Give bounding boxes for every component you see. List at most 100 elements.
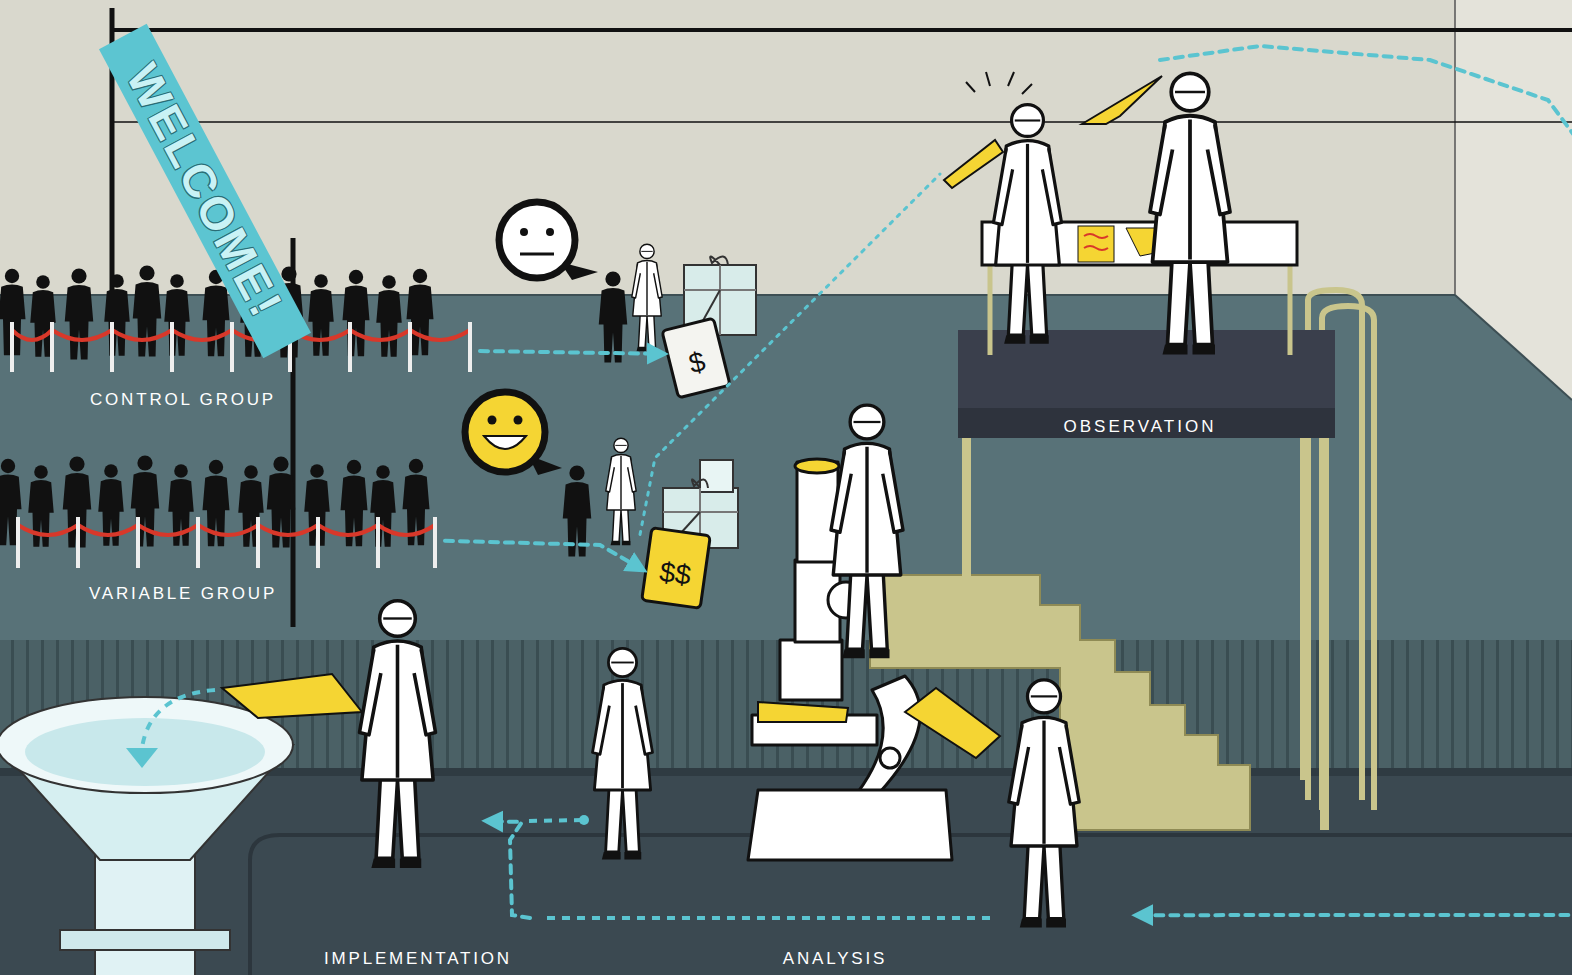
customers-part — [606, 438, 636, 545]
variable-stanchions-part-part — [196, 517, 200, 568]
platform — [958, 330, 1335, 830]
control-stanchions-part — [12, 330, 470, 340]
happy-face — [465, 392, 562, 475]
neutral-face-part — [546, 228, 554, 236]
node-label: ANALYSIS — [765, 948, 905, 970]
observers — [944, 72, 1230, 355]
control-crowd-part — [164, 274, 190, 356]
workers-part — [593, 648, 653, 859]
platform-part — [1300, 430, 1309, 780]
happy-face-part — [465, 392, 545, 472]
control-group-area: CONTROL GROUP — [0, 255, 480, 415]
control-stanchions-part-part — [408, 322, 412, 372]
variable-stanchions-part — [18, 525, 435, 535]
node-label: VARIABLE GROUP — [88, 583, 278, 605]
neutral-face-part — [499, 202, 575, 278]
observation-platform: OBSERVATION — [940, 60, 1340, 440]
flow-connector — [445, 541, 640, 568]
variable-stanchions-part-part — [376, 517, 380, 568]
node-label: $ — [666, 330, 728, 396]
control-stanchions-part-part — [348, 322, 352, 372]
flow-connector — [480, 351, 660, 354]
happy-face-part — [484, 436, 526, 449]
observers-part — [944, 140, 1003, 188]
observers-part-part — [1008, 72, 1014, 86]
analysis-belt: ANALYSIS — [530, 880, 1140, 975]
control-stanchions — [12, 322, 470, 372]
observers-part-part — [986, 72, 990, 86]
control-crowd-part — [376, 275, 402, 357]
control-stanchions-part-part — [110, 322, 114, 372]
belt-flow — [528, 820, 990, 918]
workers-part — [758, 702, 848, 722]
variable-stanchions-part-part — [76, 517, 80, 568]
control-stanchions-part-part — [468, 322, 472, 372]
happy-face-part — [488, 416, 497, 425]
microscope-part — [780, 640, 842, 700]
observers-part — [1082, 76, 1162, 124]
flow-connector — [490, 821, 530, 918]
happy-face-part — [514, 416, 523, 425]
belt-flow-part — [528, 820, 582, 821]
neutral-face-part — [520, 228, 528, 236]
control-stanchions-part — [12, 322, 470, 372]
funnel — [0, 697, 293, 975]
variable-stanchions-part-part — [136, 517, 140, 568]
node-label: $$ — [643, 541, 707, 606]
belt-flow-part — [540, 916, 990, 920]
observers-part — [966, 72, 1032, 94]
implementation-area: IMPLEMENTATION — [0, 690, 490, 975]
platform-part — [958, 408, 1335, 438]
observers-part-part — [1022, 84, 1032, 94]
observation-table-part — [1288, 265, 1293, 355]
room-part — [1455, 295, 1572, 400]
room-part — [112, 121, 1572, 123]
control-crowd — [0, 265, 434, 359]
observers-part — [994, 105, 1062, 344]
observation-table-part — [1078, 226, 1114, 262]
room-part — [112, 28, 1572, 32]
variable-group-area: VARIABLE GROUP — [0, 450, 445, 615]
microscope-part — [748, 790, 952, 860]
customers-part — [632, 244, 662, 351]
customers-part — [599, 271, 628, 362]
microscope-part — [797, 462, 838, 562]
variable-stanchions-part — [18, 517, 435, 568]
variable-stanchions — [18, 517, 435, 568]
control-crowd-part — [104, 274, 130, 356]
observation-table-part — [988, 265, 993, 355]
microscope-scientist — [831, 405, 903, 658]
control-crowd-part — [308, 274, 334, 356]
platform-part — [1320, 430, 1329, 830]
control-stanchions-part-part — [230, 322, 234, 372]
variable-stanchions-part-part — [256, 517, 260, 568]
workers-part — [1009, 680, 1079, 928]
room-part — [1454, 0, 1456, 295]
price-tag: $$ — [640, 526, 712, 610]
variable-stanchions-part-part — [433, 517, 437, 568]
control-stanchions-part-part — [170, 322, 174, 372]
workers-part — [905, 688, 1000, 758]
workers-part — [360, 601, 436, 868]
observers-part-part — [966, 82, 975, 92]
node-label: OBSERVATION — [1040, 416, 1240, 438]
variable-stanchions-part-part — [16, 517, 20, 568]
gift-boxes-part — [692, 479, 708, 488]
gift-boxes-part — [710, 256, 728, 265]
microscope-part — [795, 459, 839, 473]
customers-part — [563, 465, 592, 556]
control-stanchions-part-part — [10, 322, 14, 372]
variable-stanchions-part-part — [316, 517, 320, 568]
flow-dot — [579, 815, 589, 825]
flow-connector — [640, 174, 940, 534]
control-crowd-part — [133, 265, 162, 356]
customers — [563, 244, 662, 556]
gift-boxes — [663, 256, 756, 548]
node-label: CONTROL GROUP — [88, 389, 278, 411]
funnel-part — [25, 718, 265, 786]
funnel-arrow — [142, 690, 215, 748]
